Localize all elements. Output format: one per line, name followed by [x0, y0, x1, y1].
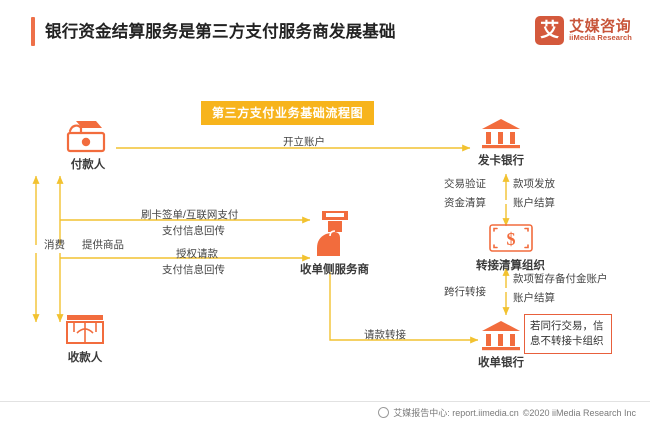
node-acquirer-service-provider-label: 收单侧服务商 — [300, 264, 369, 276]
label-consume: 消费 — [44, 239, 65, 251]
label-card-swipe-online-pay: 刷卡签单/互联网支付 — [141, 209, 239, 221]
node-acquiring-bank-label: 收单银行 — [478, 357, 524, 369]
page-title: 银行资金结算服务是第三方支付服务商发展基础 — [45, 23, 396, 41]
issuing-bank-icon — [482, 119, 520, 149]
header-accent-bar — [31, 17, 35, 46]
footer-badge-icon — [378, 407, 390, 418]
node-issuing-bank: 发卡银行 — [478, 117, 524, 168]
label-transaction-verify: 交易验证 — [444, 178, 486, 190]
label-provide-goods: 提供商品 — [82, 239, 124, 251]
node-clearing-org-label: 转接清算组织 — [476, 260, 545, 272]
label-account-settle-1: 账户结算 — [513, 197, 555, 209]
node-acquiring-bank: 收单银行 — [478, 319, 524, 370]
card-terminal-hand-icon — [316, 211, 348, 256]
label-pay-info-return-1: 支付信息回传 — [162, 225, 225, 237]
note-box: 若同行交易，信息不转接卡组织 — [524, 314, 612, 355]
diagram-title-banner: 第三方支付业务基础流程图 — [201, 101, 375, 125]
page-header: 银行资金结算服务是第三方支付服务商发展基础 艾 艾媒咨询 iiMedia Res… — [0, 0, 650, 62]
node-payee-label: 收款人 — [67, 352, 103, 364]
label-reserve-account: 款项暂存备付金账户 — [513, 273, 608, 285]
clearing-dollar-note-icon: $ — [488, 224, 533, 252]
node-payee: 收款人 — [62, 312, 108, 365]
footer-divider — [0, 401, 650, 402]
footer-copyright: ©2020 iiMedia Research Inc — [522, 407, 636, 418]
label-open-account: 开立账户 — [283, 136, 325, 148]
node-acquirer-service-provider: 收单侧服务商 — [300, 210, 369, 277]
label-account-settle-2: 账户结算 — [513, 292, 555, 304]
svg-text:$: $ — [506, 229, 515, 249]
logo-name-cn: 艾媒咨询 — [569, 17, 632, 35]
payee-shop-icon — [66, 315, 104, 344]
logo-name-en: iiMedia Research — [569, 33, 632, 43]
node-payer: 付款人 — [62, 119, 114, 172]
label-request-transfer: 请款转接 — [364, 329, 406, 341]
label-pay-info-return-2: 支付信息回传 — [162, 264, 225, 276]
node-payer-label: 付款人 — [70, 159, 106, 171]
node-clearing-org: $ 转接清算组织 — [476, 222, 545, 273]
footer-source: 艾媒报告中心: report.iimedia.cn — [393, 408, 519, 418]
label-interbank-switch: 跨行转接 — [444, 286, 486, 298]
label-fund-release: 款项发放 — [513, 178, 555, 190]
label-authorize-request: 授权请款 — [176, 248, 218, 260]
brand-logo: 艾 艾媒咨询 iiMedia Research — [535, 16, 632, 45]
label-fund-clearing: 资金清算 — [444, 197, 486, 209]
node-issuing-bank-label: 发卡银行 — [478, 155, 524, 167]
logo-text: 艾媒咨询 iiMedia Research — [569, 17, 632, 43]
acquiring-bank-icon — [482, 321, 520, 351]
page-footer: 艾媒报告中心: report.iimedia.cn ©2020 iiMedia … — [378, 406, 636, 419]
logo-mark-icon: 艾 — [535, 16, 565, 45]
payer-hand-cash-icon — [66, 121, 106, 153]
